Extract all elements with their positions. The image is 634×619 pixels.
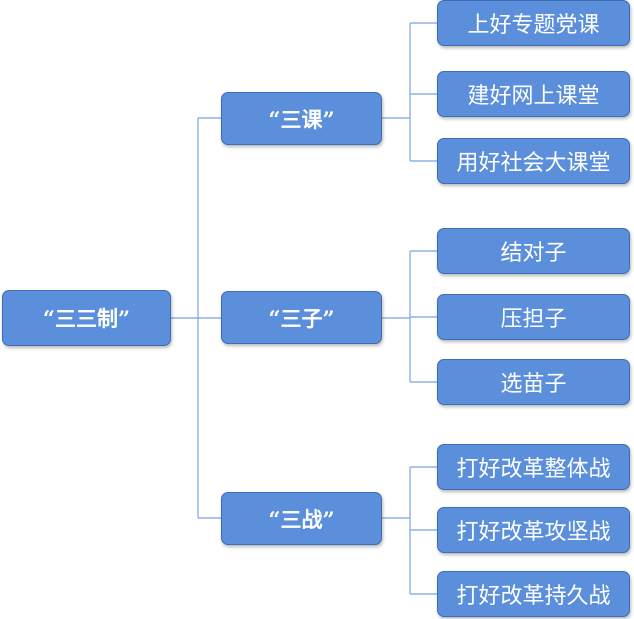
item-node: 建好网上课堂	[437, 71, 630, 117]
item-node: 用好社会大课堂	[437, 138, 630, 184]
item-node: 打好改革攻坚战	[437, 507, 630, 553]
item-node: 选苗子	[437, 359, 630, 405]
group-node-san-zhan: “三战”	[221, 492, 382, 545]
item-node: 打好改革整体战	[437, 444, 630, 490]
item-node: 结对子	[437, 228, 630, 274]
item-node: 打好改革持久战	[437, 571, 630, 617]
group-node-san-ke: “三课”	[221, 92, 382, 145]
root-node: “三三制”	[2, 290, 171, 346]
item-node: 压担子	[437, 294, 630, 340]
item-node: 上好专题党课	[437, 0, 630, 46]
group-node-san-zi: “三子”	[221, 291, 382, 344]
